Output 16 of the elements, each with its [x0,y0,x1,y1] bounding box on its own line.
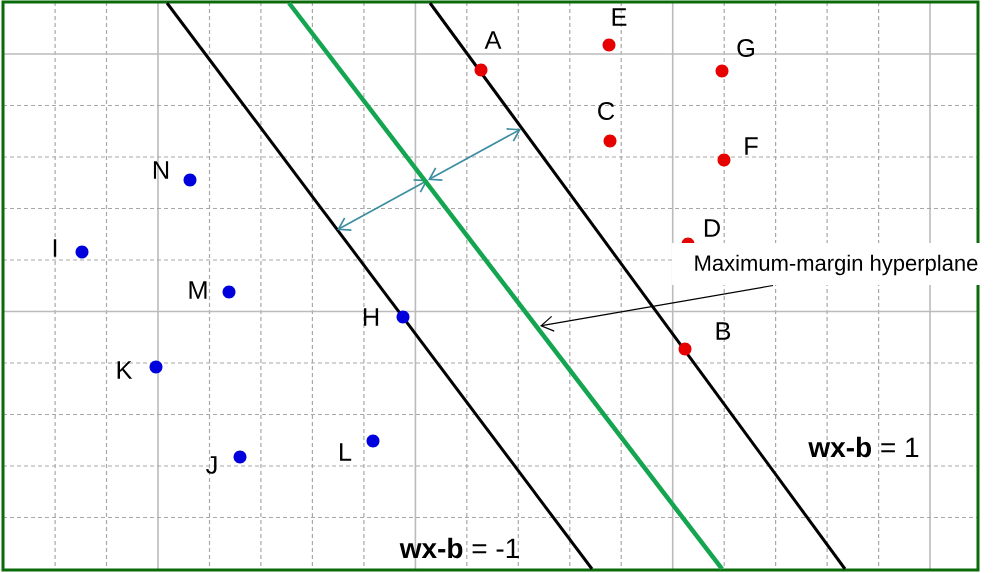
point-label: E [612,8,627,26]
point-label: N [153,161,169,179]
callout-label: Maximum-margin hyperplane [695,254,978,276]
point-label: C [598,102,615,120]
point-label: K [117,361,133,379]
equation-label: wx-b = -1 [399,537,519,559]
point-label: B [716,322,731,340]
point-label: I [53,239,57,257]
point-label: D [704,219,720,237]
leader-line [540,284,774,332]
equation-label: wx-b = 1 [808,436,919,458]
point-label: J [206,456,217,474]
point-label: L [340,443,352,461]
point-label: H [363,308,379,326]
point-label: M [189,281,207,299]
point-label: A [484,31,502,49]
